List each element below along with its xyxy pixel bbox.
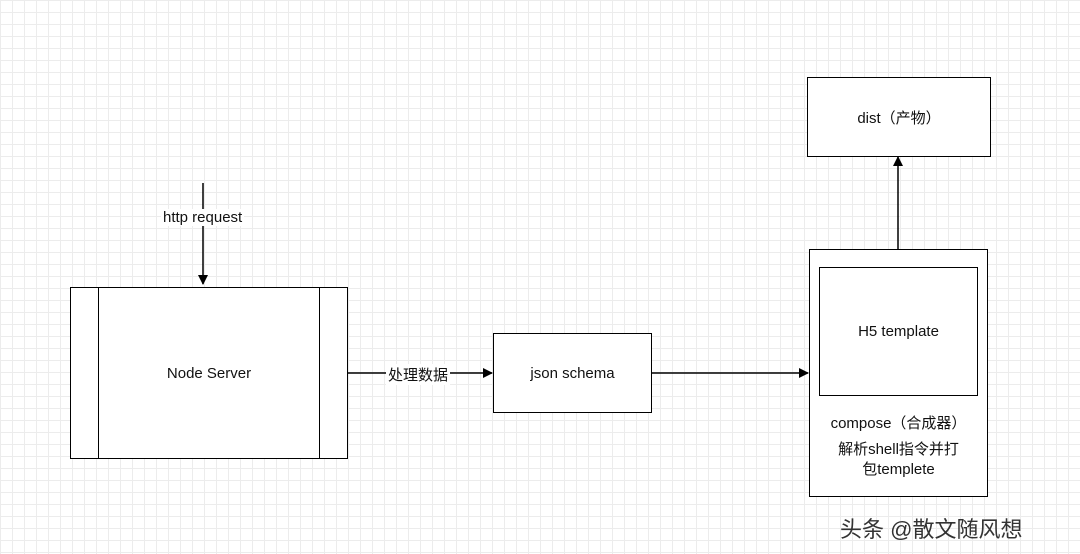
watermark: 头条 @散文随风想 xyxy=(840,517,1023,542)
compose-label: compose（合成器） xyxy=(830,415,967,432)
compose-box[interactable]: H5 template compose（合成器） 解析shell指令并打 包te… xyxy=(809,249,988,497)
json-schema-label: json schema xyxy=(530,364,615,382)
node-server-box[interactable]: Node Server xyxy=(70,287,348,459)
compose-description: 解析shell指令并打 包templete xyxy=(810,440,987,480)
node-server-left-bar xyxy=(98,288,99,458)
node-server-label: Node Server xyxy=(166,364,252,382)
dist-label: dist（产物） xyxy=(857,109,941,127)
node-server-right-bar xyxy=(319,288,320,458)
dist-box[interactable]: dist（产物） xyxy=(807,77,991,157)
json-schema-box[interactable]: json schema xyxy=(493,333,652,413)
compose-description-line-2: 包templete xyxy=(862,461,935,478)
http-request-label: http request xyxy=(161,209,245,226)
h5-template-box[interactable]: H5 template xyxy=(819,267,978,396)
compose-description-line-1: 解析shell指令并打 xyxy=(838,441,959,458)
process-data-label: 处理数据 xyxy=(386,364,451,385)
h5-template-label: H5 template xyxy=(858,323,939,340)
